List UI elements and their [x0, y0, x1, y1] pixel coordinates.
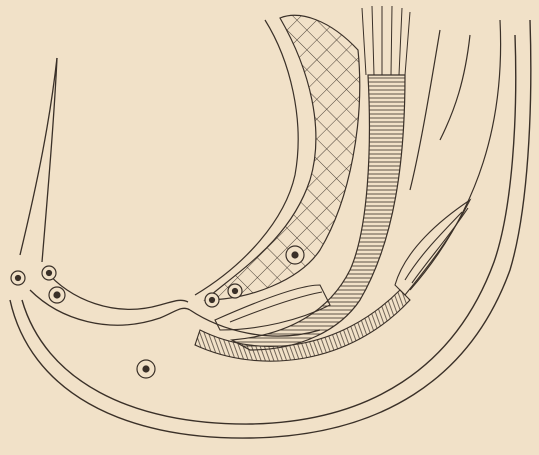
right-structures	[410, 20, 501, 290]
crosshatched-tissue	[195, 15, 360, 300]
spine-process	[20, 58, 57, 262]
muscle-spindle	[395, 200, 470, 295]
